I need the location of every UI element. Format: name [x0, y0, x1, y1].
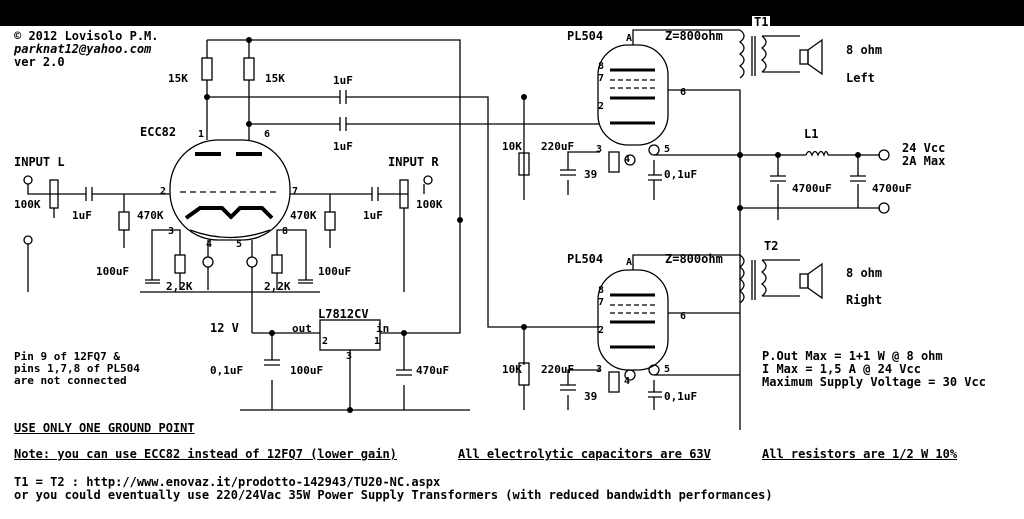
- pin-8: 8: [282, 226, 289, 237]
- c4700uf-1-label: 4700uF: [792, 182, 832, 195]
- c100uf-left-label: 100uF: [96, 265, 130, 278]
- pin-note-2: pins 1,7,8 of PL504: [14, 362, 140, 375]
- ecc82-label: ECC82: [140, 125, 177, 139]
- pin-note-3: are not connected: [14, 374, 127, 387]
- speaker-left-label: Left: [846, 71, 875, 85]
- regulator-label: L7812CV: [318, 307, 369, 321]
- c01uf-top-label: 0,1uF: [664, 168, 698, 181]
- transformer-alt-note: or you could eventually use 220/24Vac 35…: [14, 488, 773, 502]
- pin-1: 1: [198, 129, 205, 140]
- regulator-box: [319, 319, 381, 351]
- regulator-in-label: in: [376, 322, 390, 335]
- pl504-top-envelope: [597, 44, 669, 146]
- r39-top-label: 39: [584, 168, 598, 181]
- pin-7: 7: [292, 186, 299, 197]
- pl504-top-pin-2: 2: [598, 101, 605, 112]
- pin-5: 5: [236, 239, 243, 250]
- supply-current: 2A Max: [902, 154, 946, 168]
- pl504-bottom-pin-2: 2: [598, 325, 605, 336]
- spec-voltage: Maximum Supply Voltage = 30 Vcc: [762, 375, 986, 389]
- anode-bottom-label: A: [626, 257, 633, 268]
- c1uf-left-label: 1uF: [72, 209, 92, 222]
- pl504-top-pin-7: 7: [598, 73, 605, 84]
- r10k-bottom-label: 10K: [502, 363, 522, 376]
- bplus-rail-wire: [207, 39, 461, 230]
- r15k-left-label: 15K: [168, 72, 188, 85]
- c4700uf-2-label: 4700uF: [872, 182, 912, 195]
- v12-label: 12 V: [210, 321, 239, 335]
- c100uf-reg-label: 100uF: [290, 364, 324, 377]
- r2k2-right-label: 2,2K: [264, 280, 291, 293]
- supply-voltage: 24 Vcc: [902, 141, 946, 155]
- pl504-bottom-envelope: [597, 269, 669, 371]
- regulator-pin-1: 1: [374, 336, 381, 347]
- pl504-bottom-pin-7: 7: [598, 297, 605, 308]
- resistor-note: All resistors are 1/2 W 10%: [762, 447, 958, 461]
- pin-4: 4: [206, 239, 213, 250]
- c1uf-mid-label: 1uF: [333, 140, 353, 153]
- pl504-bottom-pin-8: 8: [598, 285, 605, 296]
- t2-label: T2: [764, 239, 779, 253]
- top-black-bar: [0, 0, 1024, 26]
- transformer-link-note: T1 = T2 : http://www.enovaz.it/prodotto-…: [14, 475, 441, 489]
- pin-note-1: Pin 9 of 12FQ7 &: [14, 350, 120, 363]
- r470k-right-label: 470K: [290, 209, 317, 222]
- pl504-top-pin-6: 6: [680, 87, 687, 98]
- c01uf-bottom-label: 0,1uF: [664, 390, 698, 403]
- regulator-out-label: out: [292, 322, 312, 335]
- r2k2-left-label: 2,2K: [166, 280, 193, 293]
- regulator-pin-2: 2: [322, 336, 329, 347]
- pl504-top-pin-4: 4: [624, 154, 631, 165]
- inductor-label: L1: [804, 127, 819, 141]
- ground-note: USE ONLY ONE GROUND POINT: [14, 421, 195, 435]
- pl504-bottom-pin-6: 6: [680, 311, 687, 322]
- pl504-top-pin-3: 3: [596, 144, 603, 155]
- input-right-label: INPUT R: [388, 155, 439, 169]
- pl504-bottom-label: PL504: [567, 252, 604, 266]
- r470k-left-label: 470K: [137, 209, 164, 222]
- pl504-bottom-pin-5: 5: [664, 364, 671, 375]
- pl504-bottom-pin-4: 4: [624, 376, 631, 387]
- pin-6: 6: [264, 129, 271, 140]
- resistor-15k-2: [243, 57, 255, 81]
- spec-power: P.Out Max = 1+1 W @ 8 ohm: [762, 349, 943, 363]
- impedance-bottom-label: Z=800ohm: [665, 252, 723, 266]
- c220uf-top-label: 220uF: [541, 140, 575, 153]
- c1uf-top-label: 1uF: [333, 74, 353, 87]
- electrolytic-note: All electrolytic capacitors are 63V: [458, 447, 711, 461]
- anode-top-label: A: [626, 33, 633, 44]
- copyright-text: © 2012 Lovisolo P.M.: [14, 29, 159, 43]
- speaker-left-impedance: 8 ohm: [846, 43, 883, 57]
- t1-label: T1: [752, 15, 771, 29]
- email-text: parknat12@yahoo.com: [14, 42, 152, 56]
- pin-3: 3: [168, 226, 175, 237]
- r39-bottom-label: 39: [584, 390, 598, 403]
- c470uf-label: 470uF: [416, 364, 450, 377]
- version-text: ver 2.0: [14, 55, 65, 69]
- pin-2: 2: [160, 186, 167, 197]
- ecc82-envelope: [169, 139, 291, 241]
- r10k-top-label: 10K: [502, 140, 522, 153]
- pl504-top-label: PL504: [567, 29, 604, 43]
- speaker-right-impedance: 8 ohm: [846, 266, 883, 280]
- pl504-top-pin-8: 8: [598, 61, 605, 72]
- r15k-right-label: 15K: [265, 72, 285, 85]
- pot-100k-right-label: 100K: [416, 198, 443, 211]
- regulator-pin-3: 3: [346, 351, 353, 362]
- input-left-label: INPUT L: [14, 155, 65, 169]
- pl504-bottom-pin-3: 3: [596, 364, 603, 375]
- c01uf-reg-label: 0,1uF: [210, 364, 244, 377]
- resistor-15k-1: [201, 57, 213, 81]
- pot-100k-left-label: 100K: [14, 198, 41, 211]
- impedance-top-label: Z=800ohm: [665, 29, 723, 43]
- pl504-top-pin-5: 5: [664, 144, 671, 155]
- tube-note: Note: you can use ECC82 instead of 12FQ7…: [14, 447, 397, 461]
- speaker-right-label: Right: [846, 293, 883, 307]
- c220uf-bottom-label: 220uF: [541, 363, 575, 376]
- c100uf-right-label: 100uF: [318, 265, 352, 278]
- c1uf-right-label: 1uF: [363, 209, 383, 222]
- spec-current: I Max = 1,5 A @ 24 Vcc: [762, 362, 921, 376]
